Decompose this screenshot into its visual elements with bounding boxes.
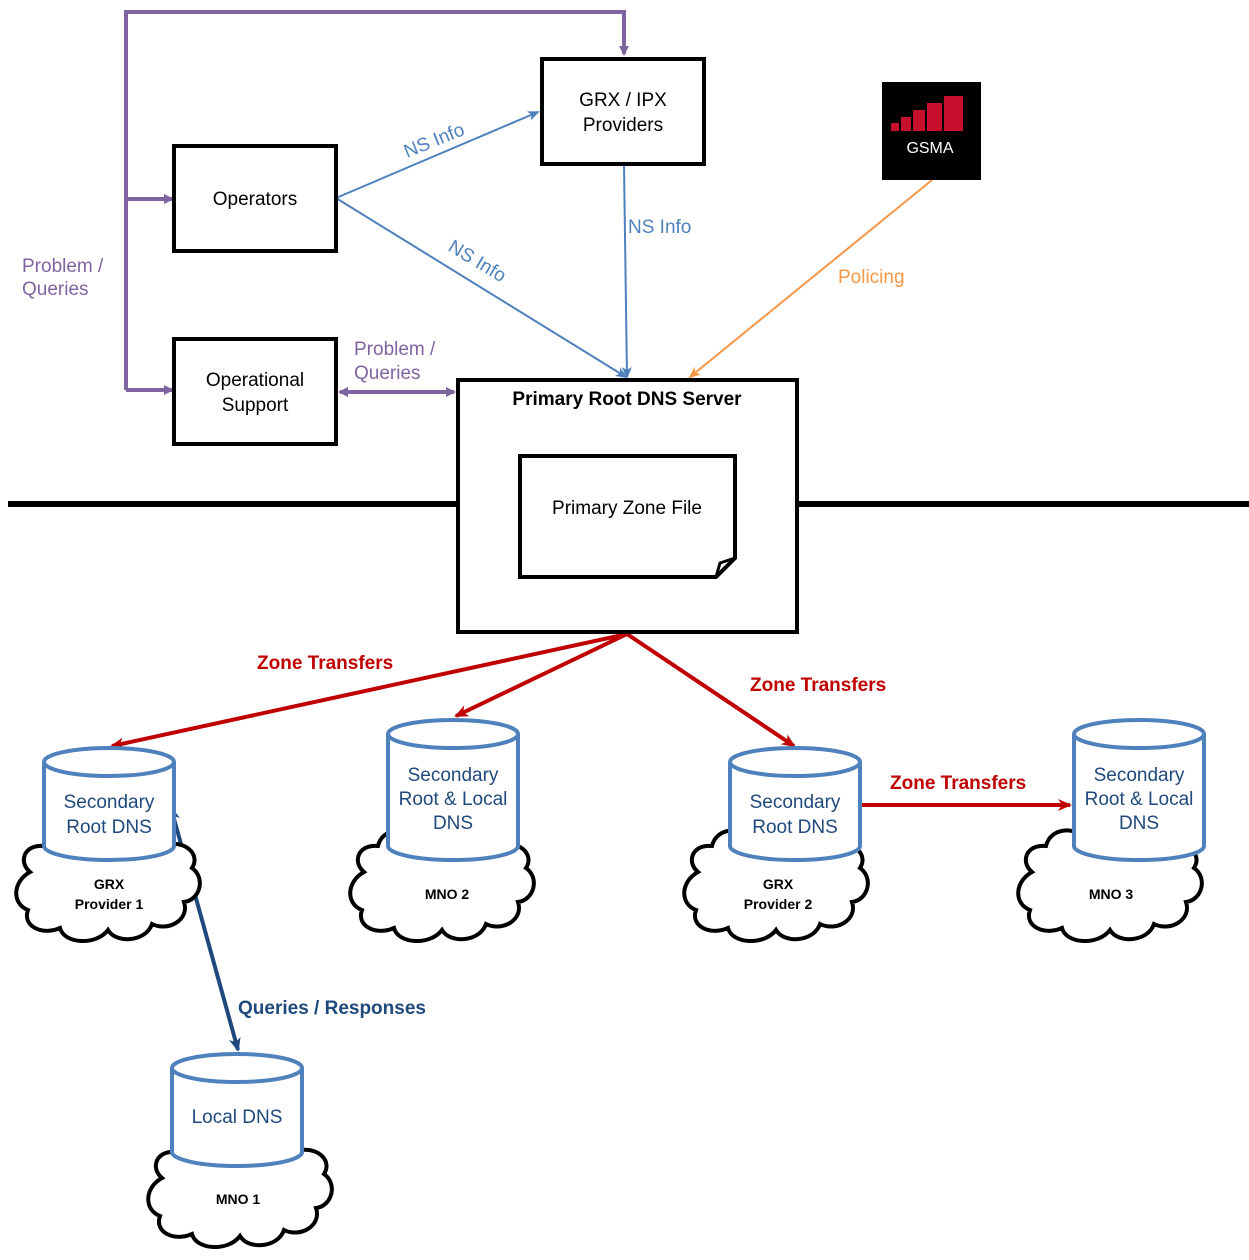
policing-label: Policing [838, 267, 905, 288]
operators-label: Operators [213, 189, 297, 210]
operational-support-line1: Operational [206, 370, 304, 391]
operational-support-box: Operational Support [172, 337, 338, 446]
cloud-mno1-label: MNO 1 [216, 1191, 261, 1207]
cloud-grx1-line1: GRX [94, 876, 125, 892]
db-mno3-line1: Secondary [1094, 765, 1185, 786]
grx-ipx-providers-box: GRX / IPX Providers [540, 57, 706, 166]
clouds [14, 824, 1204, 1250]
cloud-grx2-line2: Provider 2 [744, 896, 813, 912]
db-secondary-root-local-mno3 [1072, 718, 1206, 862]
db-secondary-root-dns-grx1 [42, 746, 176, 862]
db-mno2-line1: Secondary [408, 765, 499, 786]
primary-server-title: Primary Root DNS Server [512, 389, 742, 410]
databases [42, 718, 1206, 1168]
db-grx1-line2: Root DNS [66, 817, 152, 838]
operational-support-line2: Support [222, 395, 289, 416]
cloud-mno3-label: MNO 3 [1089, 886, 1134, 902]
problem-queries-connector [124, 10, 629, 397]
zone-transfers-label-1: Zone Transfers [257, 653, 393, 674]
db-mno2-line2: Root & Local [399, 789, 508, 810]
problem-queries-label-left: Problem / Queries [22, 256, 104, 300]
db-mno3-line3: DNS [1119, 813, 1159, 834]
zone-transfers-label-2: Zone Transfers [750, 675, 886, 696]
db-secondary-root-local-mno2 [386, 718, 520, 862]
db-local-dns-mno1 [170, 1052, 304, 1168]
gsma-logo: GSMA [882, 82, 981, 180]
ns-info-label-grx-primary: NS Info [628, 217, 691, 238]
zone-transfer-arrows [110, 632, 1072, 811]
ns-info-label-ops-primary: NS Info [444, 236, 509, 287]
db-grx2-line1: Secondary [750, 792, 841, 813]
problem-queries-mid-line2: Queries [354, 363, 421, 384]
db-mno2-line3: DNS [433, 813, 473, 834]
db-mno1-label: Local DNS [192, 1107, 283, 1128]
problem-queries-label-mid: Problem / Queries [354, 339, 436, 384]
grx-ipx-label-line1: GRX / IPX [579, 90, 667, 111]
db-grx2-line2: Root DNS [752, 817, 838, 838]
db-grx1-line1: Secondary [64, 792, 155, 813]
cloud-mno2-label: MNO 2 [425, 886, 470, 902]
cloud-grx2-line1: GRX [763, 876, 794, 892]
db-mno3-line2: Root & Local [1085, 789, 1194, 810]
grx-ipx-label-line2: Providers [583, 115, 663, 136]
policing-arrow [688, 179, 933, 379]
zone-transfers-label-3: Zone Transfers [890, 773, 1026, 794]
operators-box: Operators [172, 144, 338, 253]
problem-queries-mid-line1: Problem / [354, 339, 436, 360]
db-secondary-root-dns-grx2 [728, 746, 862, 862]
ns-info-arrows [335, 111, 632, 379]
problem-queries-left-line1: Problem / [22, 256, 104, 277]
gsma-logo-text: GSMA [906, 140, 953, 157]
primary-zone-file-label: Primary Zone File [552, 498, 702, 519]
primary-zone-file: Primary Zone File [518, 454, 737, 579]
queries-responses-label: Queries / Responses [238, 998, 426, 1019]
problem-queries-left-line2: Queries [22, 279, 89, 300]
cloud-grx1-line2: Provider 1 [75, 896, 144, 912]
